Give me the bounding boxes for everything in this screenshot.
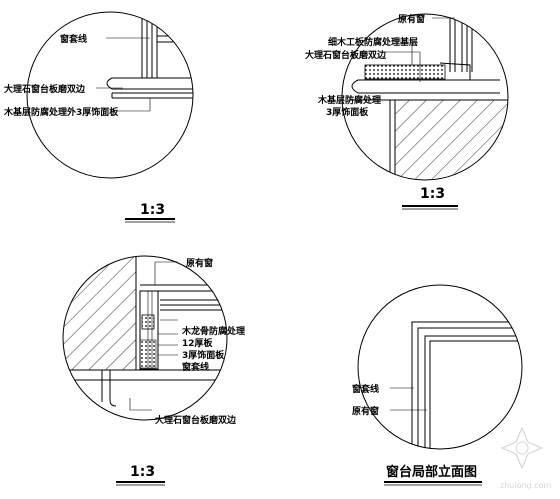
d2-label-window: 原有窗: [398, 13, 425, 25]
detail-3: 原有窗 木龙骨防腐处理 12厚板 3厚饰面板 窗套线 大理石窗台板磨双边 1:3: [62, 255, 245, 486]
d4-label-casing: 窗套线: [352, 383, 379, 395]
detail-4: 窗套线 原有窗 窗台局部立面图: [352, 284, 523, 486]
d3-label-marble: 大理石窗台板磨双边: [155, 414, 237, 426]
d1-label-marble: 大理石窗台板磨双边: [4, 83, 86, 95]
watermark-logo-icon: [500, 426, 544, 470]
d3-label-keel: 木龙骨防腐处理: [181, 325, 245, 337]
d3-scale: 1:3: [130, 464, 155, 480]
d3-label-veneer: 3厚饰面板: [182, 349, 225, 361]
d3-label-casing: 窗套线: [182, 361, 209, 373]
d2-label-veneer: 3厚饰面板: [326, 106, 369, 118]
d4-title: 窗台局部立面图: [386, 464, 477, 480]
d3-label-window: 原有窗: [186, 257, 213, 269]
wall-hatch-3: [63, 256, 137, 371]
d2-label-base: 木基层防腐处理: [317, 94, 381, 106]
d2-scale: 1:3: [420, 186, 445, 202]
watermark-text: zhulong.com: [500, 481, 551, 490]
d1-label-base: 木基层防腐处理外3厚饰面板: [3, 106, 119, 118]
detail-4-circle: [357, 284, 523, 450]
watermark: zhulong.com: [500, 426, 551, 490]
d1-scale: 1:3: [140, 202, 165, 218]
detail-1: 窗套线 大理石窗台板磨双边 木基层防腐处理外3厚饰面板 1:3: [3, 11, 194, 223]
d2-label-marble: 大理石窗台板磨双边: [305, 49, 387, 61]
d2-label-plywood: 细木工板防腐处理基层: [328, 36, 418, 48]
wall-hatch: [394, 99, 508, 180]
marble-sill: [106, 77, 193, 90]
d1-label-casing: 窗套线: [60, 33, 87, 45]
detail-1-circle: [26, 11, 194, 179]
detail-2: 原有窗 细木工板防腐处理基层 大理石窗台板磨双边 木基层防腐处理 3厚饰面板 1…: [305, 13, 509, 210]
d4-label-window: 原有窗: [352, 405, 379, 417]
d3-label-board: 12厚板: [182, 337, 214, 349]
plywood-base: [364, 64, 446, 80]
